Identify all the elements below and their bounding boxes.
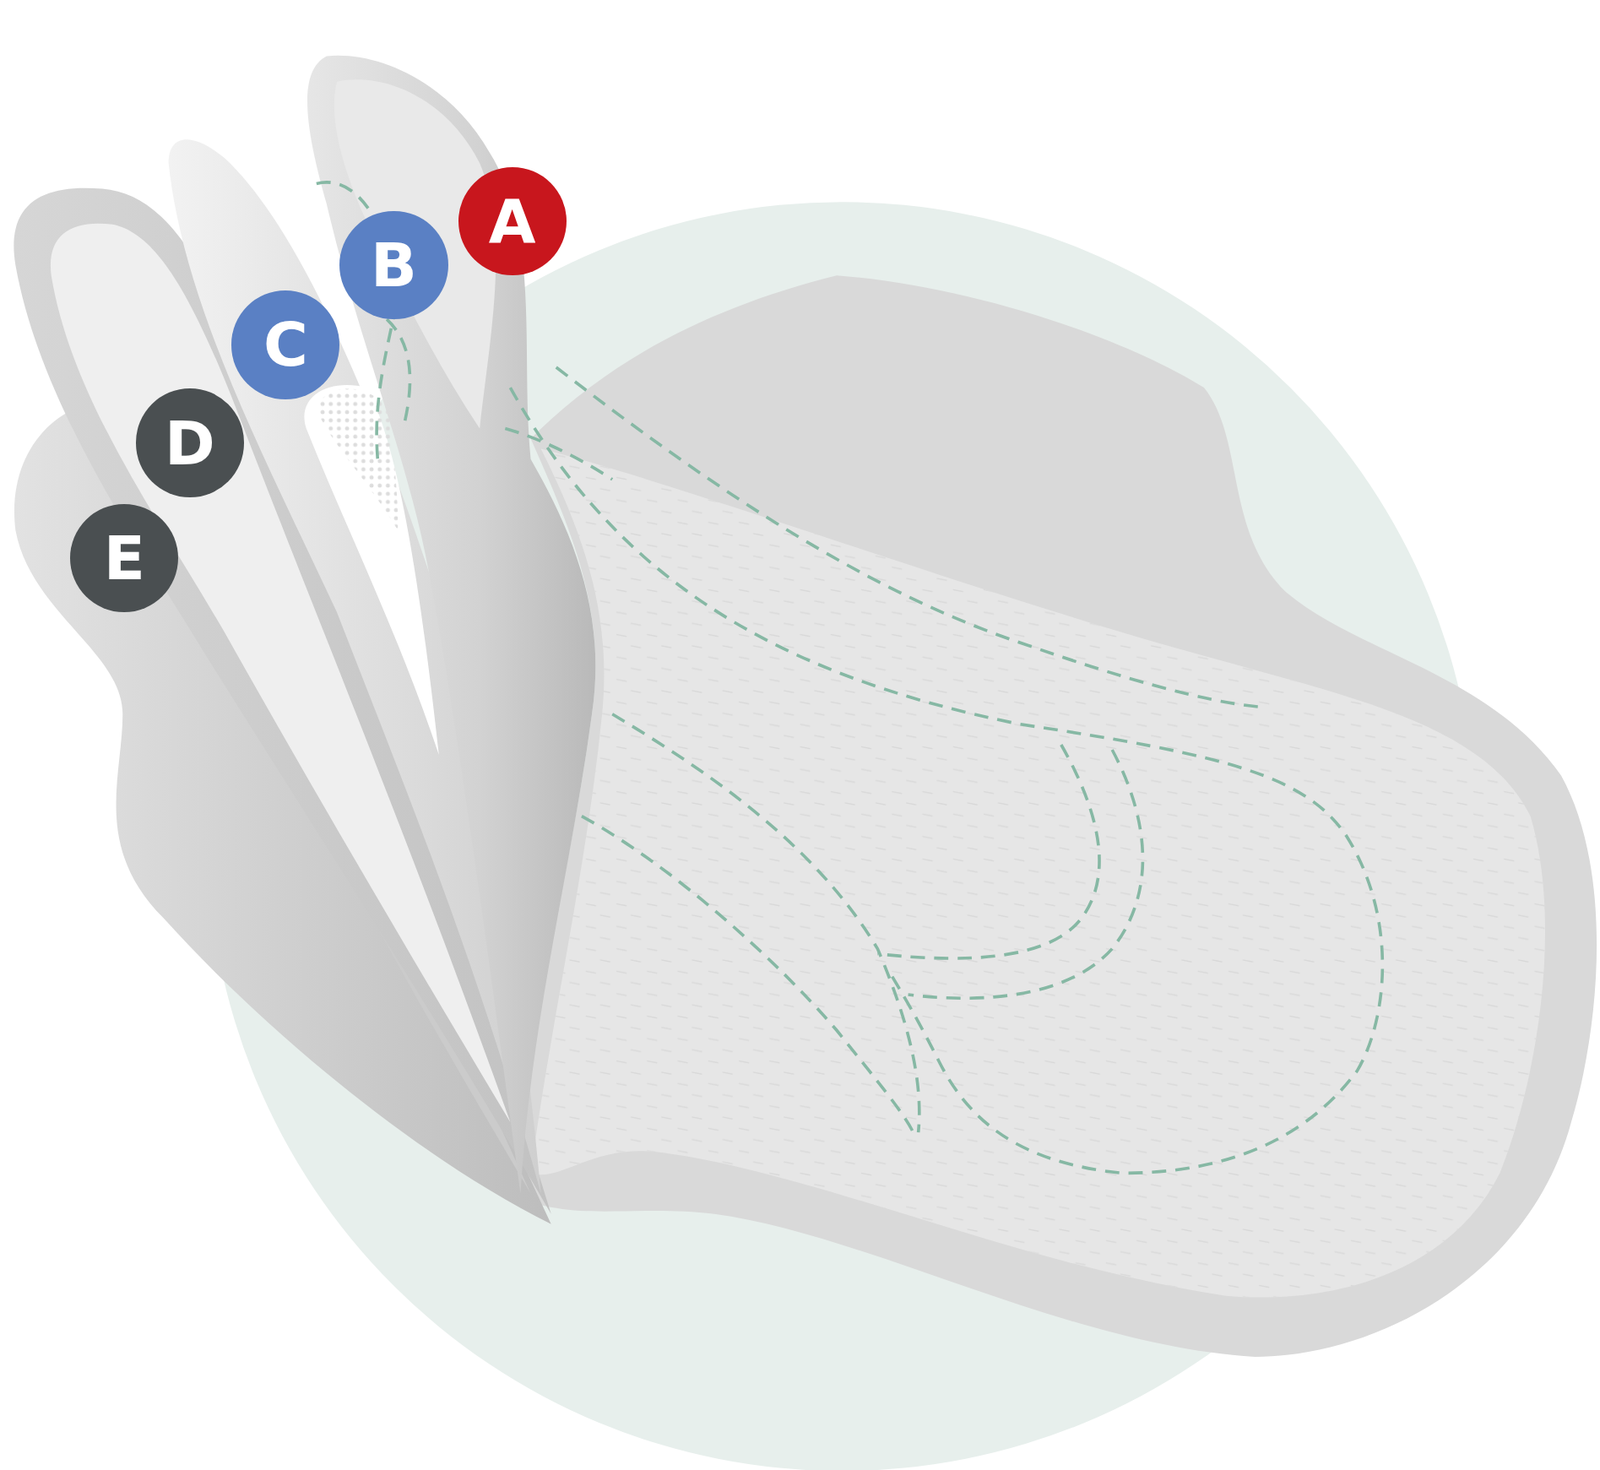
callout-letter: B	[370, 234, 418, 296]
pad-top-sheet	[531, 449, 1546, 1298]
callout-letter: C	[263, 314, 309, 375]
pad-body	[509, 275, 1597, 1357]
pad-texture	[531, 449, 1546, 1298]
layer-c-dots	[316, 389, 399, 532]
callout-letter: E	[103, 527, 146, 589]
top-layer-flap	[307, 55, 596, 1194]
callout-letter: A	[488, 190, 537, 252]
callout-badge: C	[231, 290, 340, 399]
stitch-lines	[316, 182, 1384, 1173]
callout-badge: B	[339, 211, 448, 320]
callout-letter: D	[164, 412, 216, 474]
callout-badge: A	[458, 167, 567, 276]
callout-badge: D	[135, 388, 245, 497]
callout-badge: E	[70, 504, 179, 613]
